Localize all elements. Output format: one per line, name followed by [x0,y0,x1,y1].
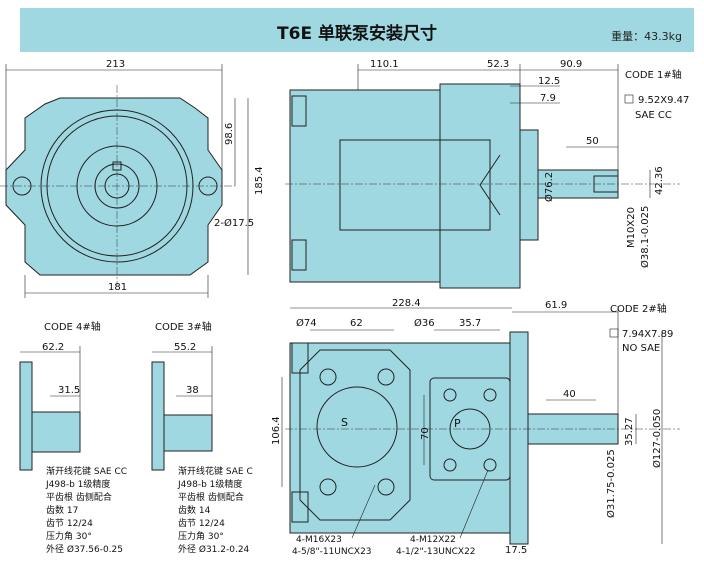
suction-port [316,386,398,468]
dim-181: 181 [108,282,127,293]
dim-holes: 2-Ø17.5 [214,217,254,229]
dim-185-4: 185.4 [254,166,265,195]
code2-key-std: NO SAE [622,343,660,354]
dim-42-36: 42.36 [654,166,665,195]
code3-dim-total: 55.2 [174,342,196,353]
code3-spec-0: 渐开线花键 SAE C [178,465,253,477]
p-thread-unc: 4-1/2"-13UNCX22 [396,547,476,557]
dim-228-4: 228.4 [392,298,421,309]
s-thread-metric: 4-M16X23 [296,535,342,545]
bottom-flange [509,331,529,545]
code4-dim-total: 62.2 [42,342,64,353]
dim-62: 62 [350,318,363,329]
side-bolt-top [291,95,307,127]
code4-dim-spline: 31.5 [58,385,80,396]
dim-98-6: 98.6 [224,123,235,145]
side-port-outline [339,139,491,231]
code3-spec-4: 齿节 12/24 [178,518,225,529]
s-thread-unc: 4-5/8"-11UNCX23 [292,547,372,557]
port-p-label: P [454,417,461,430]
title-banner: T6E 单联泵安装尺寸 重量：43.3kg [20,8,694,52]
front-view: 213 181 98.6 185.4 2-Ø17.5 [0,59,265,298]
code3-shaft [163,414,213,452]
code4-spec-4: 齿节 12/24 [46,518,93,529]
dim-106-4: 106.4 [271,416,282,445]
dim-shaft-dia: Ø38.1-0.025 [639,206,651,268]
code4-spec-0: 渐开线花键 SAE CC [46,465,127,477]
dim-thread: M10X20 [626,207,637,248]
code4-label: CODE 4#轴 [44,320,101,333]
code3-dim-spline: 38 [186,385,199,396]
dim-61-9: 61.9 [545,300,567,311]
bottom-body [289,342,511,534]
dim-dia74: Ø74 [296,317,317,329]
dim-110-1: 110.1 [370,59,399,70]
code3-spec-1: J498-b 1级精度 [177,478,242,490]
dim-90-9: 90.9 [560,59,582,70]
side-view: 110.1 52.3 90.9 12.5 7.9 50 Ø76.2 42.36 … [285,59,689,289]
side-flange [519,129,539,241]
code2-label: CODE 2#轴 [610,302,667,315]
p-thread-metric: 4-M12X22 [410,535,456,545]
code4-view: CODE 4#轴 62.2 31.5 渐开线花键 SAE CC J498-b 1… [19,320,127,555]
port-s-label: S [341,416,348,429]
code3-spec-3: 齿数 14 [178,504,211,516]
dim-127: Ø127-0.050 [651,409,663,468]
code3-label: CODE 3#轴 [155,320,212,333]
dim-50: 50 [586,136,599,147]
front-flange [5,97,223,276]
dim-12-5: 12.5 [538,76,560,87]
dim-40: 40 [563,389,576,400]
suction-flange [299,349,411,521]
page-title: T6E 单联泵安装尺寸 [277,24,437,44]
weight-label: 重量：43.3kg [611,30,682,43]
dim-7-9: 7.9 [540,93,556,104]
side-body [289,89,441,283]
code4-spec-5: 压力角 30° [46,530,92,542]
code3-spec-6: 外径 Ø31.2-0.24 [178,543,250,555]
code1-key-size: 9.52X9.47 [638,95,689,106]
code3-spec-2: 平齿根 齿侧配合 [178,491,244,503]
code1-label: CODE 1#轴 [625,68,682,81]
code4-spec-1: J498-b 1级精度 [45,478,110,490]
code4-shaft [31,411,81,453]
dim-52-3: 52.3 [487,59,509,70]
dim-213: 213 [106,59,125,70]
bottom-view: S P 228.4 61.9 Ø74 62 Ø36 35.7 106.4 70 … [271,298,680,557]
code4-spec-2: 平齿根 齿侧配合 [46,491,112,503]
code4-spec-3: 齿数 17 [46,504,78,516]
side-cover [439,83,521,289]
dim-dia-76: Ø76.2 [543,172,555,202]
dim-35-7: 35.7 [459,318,481,329]
dim-dia36: Ø36 [414,317,435,329]
code2-key-size: 7.94X7.89 [622,329,673,340]
code3-spec-5: 压力角 30° [178,530,224,542]
dim-31-75: Ø31.75-0.025 [605,449,617,518]
dim-17-5: 17.5 [505,545,527,556]
dim-35-27: 35.27 [624,417,635,446]
code4-spec-6: 外径 Ø37.56-0.25 [46,543,123,555]
side-bolt-bottom [291,239,307,271]
dim-70: 70 [420,427,431,440]
code3-view: CODE 3#轴 55.2 38 渐开线花键 SAE C J498-b 1级精度… [151,320,253,555]
code1-key-std: SAE CC [635,110,672,121]
